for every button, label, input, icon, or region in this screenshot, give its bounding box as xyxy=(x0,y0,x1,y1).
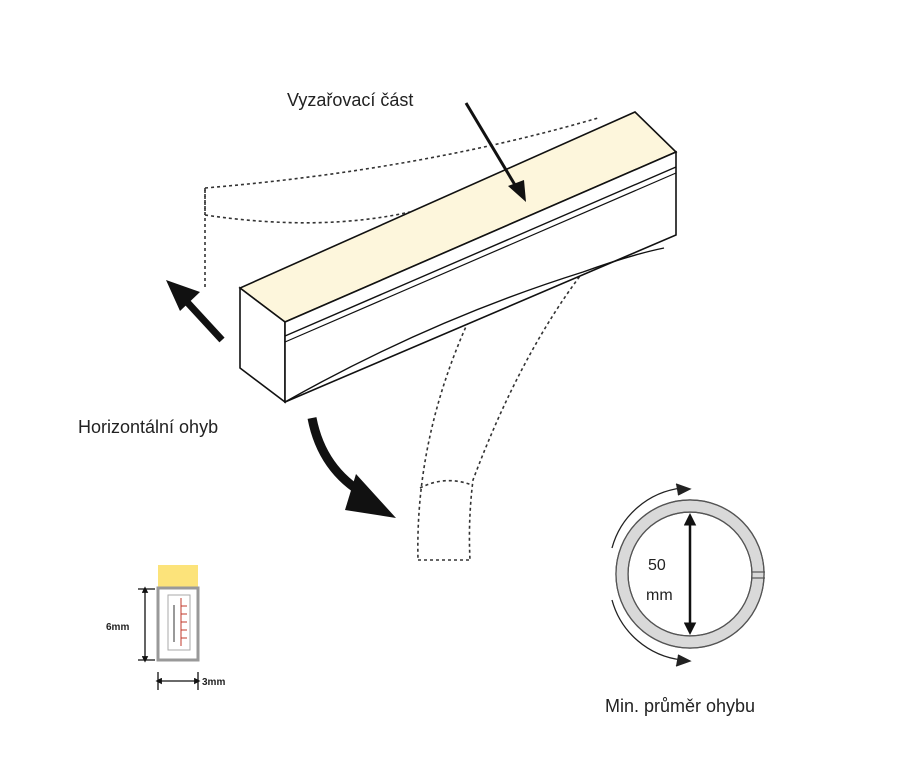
bend-diameter-ring xyxy=(615,499,765,649)
profile-side-face xyxy=(284,150,677,404)
arrow-up-left-icon xyxy=(166,280,225,343)
profile-cross-section xyxy=(156,565,200,662)
curved-arrow-down-icon xyxy=(307,417,396,518)
diameter-value: 50 xyxy=(648,557,666,574)
circular-arrows-icon xyxy=(611,483,692,667)
led-profile-bar xyxy=(238,111,678,404)
horizontal-bend-label: Horizontální ohyb xyxy=(78,417,218,437)
diameter-unit: mm xyxy=(646,587,673,604)
width-dimension xyxy=(155,672,201,690)
arrow-down-right-icon xyxy=(464,102,526,202)
width-dimension-label: 3mm xyxy=(202,677,225,688)
horizontal-bend-ghost xyxy=(204,117,599,290)
height-dimension xyxy=(138,586,155,663)
height-dimension-label: 6mm xyxy=(106,622,129,633)
min-diameter-label: Min. průměr ohybu xyxy=(605,696,755,716)
emitting-part-label: Vyzařovací část xyxy=(287,90,413,110)
